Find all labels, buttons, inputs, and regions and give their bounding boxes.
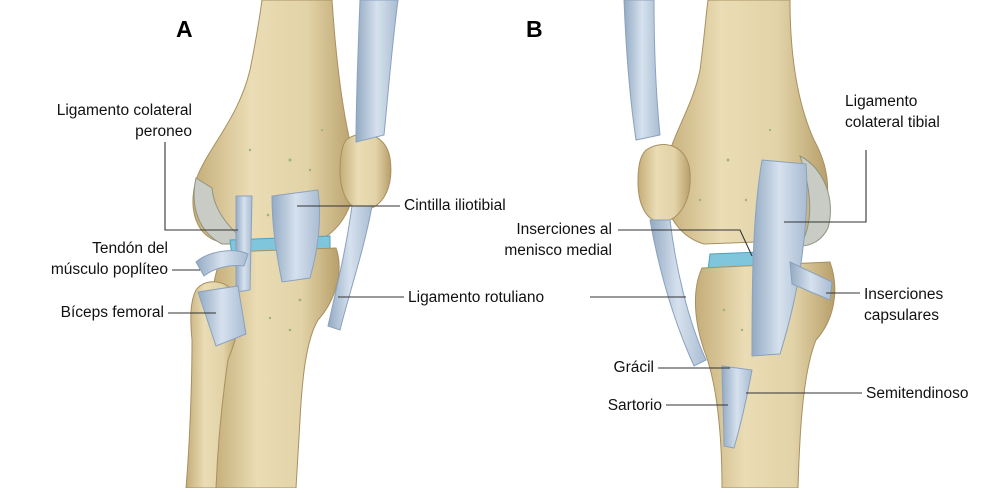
label-tibial-collateral-ligament: Ligamento colateral tibial: [845, 91, 940, 133]
tendon-b: [624, 0, 660, 140]
label-fibular-collateral-ligament: Ligamento colateral peroneo: [8, 100, 192, 142]
label-semitendinosus: Semitendinoso: [866, 383, 969, 404]
label-sartorius: Sartorio: [560, 395, 662, 416]
label-iliotibial-band: Cintilla iliotibial: [404, 195, 506, 216]
label-medial-meniscus-insertions: Inserciones al menisco medial: [470, 219, 612, 261]
label-capsular-insertions: Inserciones capsulares: [864, 284, 943, 326]
panel-a-illustration: [165, 0, 404, 488]
patella: [340, 134, 391, 210]
panel-a-letter: A: [176, 18, 193, 41]
tibia-a: [213, 248, 339, 488]
iliotibial-band-shape: [272, 190, 320, 282]
fibular-collateral-ligament-shape: [236, 196, 252, 292]
label-popliteus-tendon: Tendón del músculo poplíteo: [20, 238, 168, 280]
quadriceps-tendon: [356, 0, 398, 142]
panel-b-letter: B: [526, 18, 543, 41]
label-biceps-femoris: Bíceps femoral: [20, 302, 164, 323]
label-gracilis: Grácil: [560, 357, 654, 378]
label-patellar-ligament: Ligamento rotuliano: [408, 287, 544, 308]
